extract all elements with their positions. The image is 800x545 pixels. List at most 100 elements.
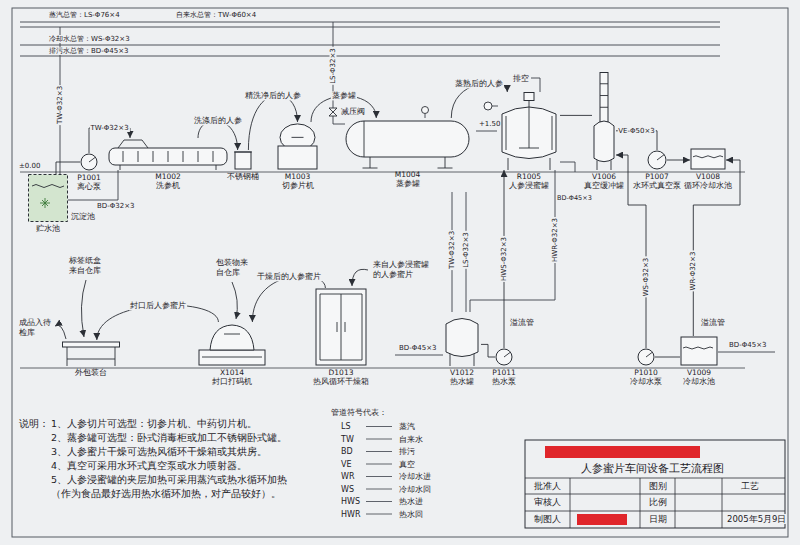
header-pipe-label: 自来水总管：TW-Φ60×4: [175, 11, 257, 19]
equipment-name: 蒸参罐: [396, 180, 420, 189]
title-block-cell: 制图人: [533, 514, 562, 524]
equipment-code: X1014: [220, 369, 244, 378]
pipe-line: [667, 160, 690, 161]
flow-leader: [352, 269, 368, 286]
pipe-label: HWS-Φ32×3: [500, 236, 508, 282]
equipment-name: 洗参机: [156, 182, 180, 191]
legend-text: 冷却水进: [398, 472, 432, 482]
equipment-icon: [275, 122, 320, 170]
legend-text: 管道符号代表：: [330, 408, 388, 418]
legend-dashes: [366, 427, 392, 515]
equipment: V1009冷却水池: [680, 336, 718, 366]
equipment-name: 外包装台: [75, 369, 107, 378]
equipment-icon: [108, 138, 228, 170]
equipment: 贮水池: [28, 174, 68, 222]
equipment-icon: [198, 322, 266, 366]
legend-text: HWR: [340, 510, 361, 520]
pipe-label: BD-Φ32×3: [96, 202, 135, 210]
pipe-label: ±0.00: [18, 162, 41, 170]
flow-label: 标签纸盒来自仓库: [68, 256, 104, 275]
flow-label: 来自人参浸蜜罐的人参蜜片: [372, 260, 432, 279]
legend-text: VE: [340, 460, 353, 470]
gauge-symbol: [422, 107, 429, 114]
equipment-code: R1005: [517, 173, 541, 182]
pipe-label: TW-Φ32×3: [89, 124, 129, 132]
equipment: V1008循环冷却水池: [690, 148, 726, 170]
equipment-name: 不锈钢桶: [227, 173, 259, 182]
equipment-code: P1011: [492, 369, 516, 378]
equipment: M1003切参片机: [275, 122, 320, 170]
equipment-code: V1008: [696, 173, 720, 182]
legend-text: HWS: [340, 497, 361, 507]
pipe-label: WR-Φ32×3: [689, 250, 697, 291]
equipment: D1013热风循环干燥箱: [315, 288, 367, 366]
equipment: P1001离心泵: [80, 153, 98, 171]
flow-arrow: [97, 305, 219, 340]
equipment: P1007水环式真空泵: [647, 150, 667, 170]
pipe-lines: [60, 22, 775, 355]
equipment-code: M1003: [285, 173, 311, 182]
equipment-name: 人参浸蜜罐: [509, 182, 549, 191]
equipment-code: P1010: [634, 369, 658, 378]
equipment: M1004蒸参罐: [345, 118, 470, 168]
equipment: P1011热水泵: [495, 348, 513, 366]
equipment-icon: [637, 348, 655, 366]
header-pipe-label: 蒸汽总管：LS-Φ76×4: [48, 11, 121, 19]
pipe-label: 减压阀: [340, 107, 366, 116]
flow-label: 蒸参罐: [331, 91, 357, 100]
note-text: 2、蒸参罐可选型：卧式消毒柜或加工不锈钢卧式罐。: [50, 432, 288, 443]
pipe-label: +1.50: [478, 120, 501, 128]
pipe-label: BD-Φ45×3: [556, 195, 593, 203]
flow-label: 成品入待检库: [18, 318, 54, 337]
equipment: V1012热水罐: [443, 312, 481, 366]
flow-label: 干燥后的人参蜜片: [256, 273, 322, 282]
title-block-cell: 审核人: [533, 497, 562, 507]
legend-text: WS: [340, 485, 355, 495]
equipment-code: V1006: [592, 173, 616, 182]
equipment-icon: [498, 92, 560, 170]
legend-text: 热水回: [398, 510, 424, 520]
equipment-name: 热风循环干燥箱: [313, 378, 369, 387]
equipment-icon: [690, 148, 726, 170]
equipment-name: 真空缓冲罐: [584, 182, 624, 191]
equipment-code: D1013: [329, 369, 354, 378]
note-text: 4、真空可采用水环式真空泵或水力喷射器。: [50, 460, 248, 471]
pipe-label: 排空: [512, 74, 530, 83]
legend-text: LS: [340, 422, 352, 432]
flow-label: 封口后人参蜜片: [129, 301, 187, 310]
equipment-name: 封口打码机: [212, 378, 252, 387]
header-pipe-label: 排污水总管：BD-Φ45×3: [48, 47, 129, 55]
legend-text: TW: [340, 435, 355, 445]
valve-symbol: [329, 108, 337, 116]
pipe-label: LS-Φ32×3: [463, 231, 470, 269]
legend-text: 热水进: [398, 497, 424, 507]
title-block-cell: 日期: [648, 514, 668, 524]
flow-arrow: [252, 276, 325, 322]
pipe-line: [560, 115, 592, 116]
legend-text: 排污: [398, 447, 416, 457]
pipe-label: 溢流管: [700, 318, 726, 327]
equipment-icon: [443, 312, 481, 366]
drawing-title: 人参蜜片车间设备工艺流程图: [580, 462, 725, 475]
equipment-name: 冷却水池: [683, 378, 715, 387]
note-text: 5、人参浸蜜罐的夹层加热可采用蒸汽或热水循环加热: [50, 474, 288, 485]
equipment-icon: [62, 340, 120, 366]
equipment: P1010冷却水泵: [637, 348, 655, 366]
note-text: 1、人参切片可选型：切参片机、中药切片机。: [50, 418, 258, 429]
pipe-label: BD-Φ45×3: [728, 341, 767, 349]
equipment-name: 热水泵: [492, 378, 516, 387]
pipe-label: 溢流管: [509, 318, 535, 327]
equipment-code: M1002: [155, 173, 181, 182]
equipment: 外包装台: [62, 340, 120, 366]
equipment-icon: [495, 348, 513, 366]
equipment-icon: [28, 174, 68, 222]
equipment-icon: [345, 118, 470, 168]
legend-text: 真空: [398, 460, 416, 470]
equipment: M1002洗参机: [108, 138, 228, 170]
equipment-icon: [592, 72, 616, 170]
legend-text: 自来水: [398, 435, 424, 445]
equipment-name: 冷却水泵: [630, 378, 662, 387]
pipe-label: LS-Φ32×3: [330, 47, 337, 85]
title-block-cell: 图别: [648, 481, 668, 491]
